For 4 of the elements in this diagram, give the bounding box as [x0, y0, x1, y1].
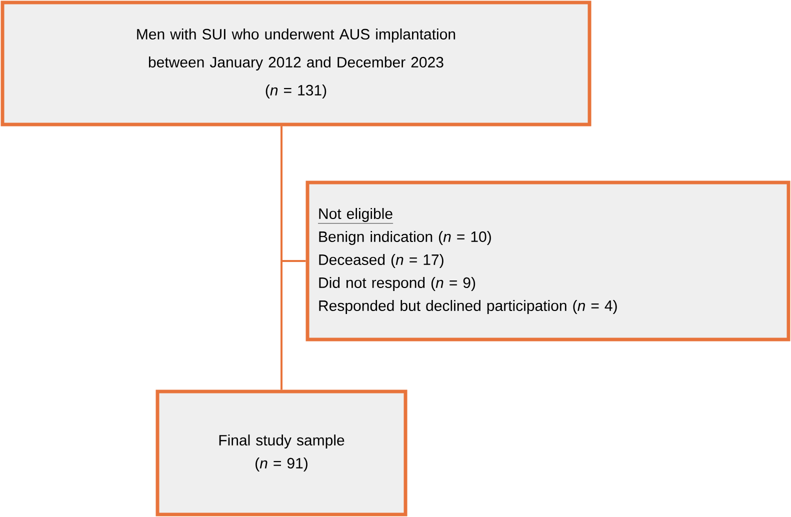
flow-box: Men with SUI who underwent AUS implantation between January 2012 and December 2023 (n = 131)	[0, 0, 592, 126]
connector-line	[280, 126, 282, 390]
flow-box: Final study sample (n = 91)	[156, 390, 408, 516]
flow-box: Not eligible Benign indication (n = 10) Deceased (n = 17) Did not respond (n = 9) Responded but declined participation (n = 4)	[306, 180, 790, 342]
